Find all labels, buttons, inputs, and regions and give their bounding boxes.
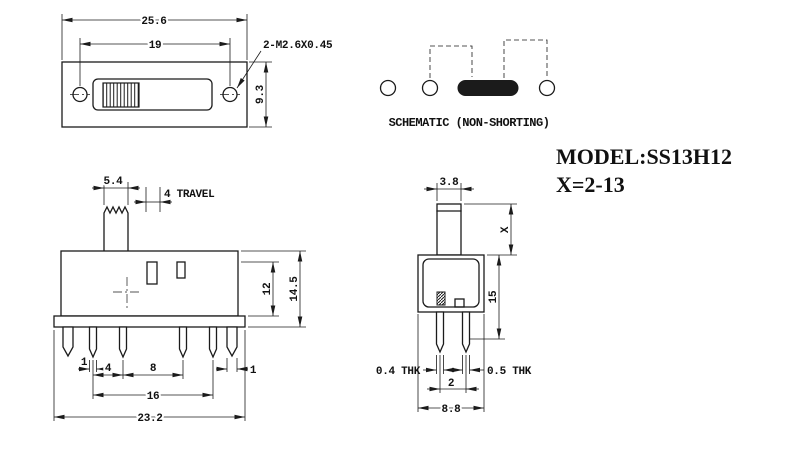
schematic-slider-contact	[457, 80, 519, 96]
model-info: MODEL:SS13H12 X=2-13	[556, 144, 732, 197]
side-view-contact-detail	[436, 291, 446, 306]
dim-front-pin-span: 16	[147, 391, 160, 403]
front-view-window-1	[146, 261, 158, 285]
front-view-pin-2	[118, 326, 128, 359]
top-view-knob	[102, 82, 140, 108]
model-number: MODEL:SS13H12	[556, 144, 732, 169]
model-x-range: X=2-13	[556, 172, 625, 197]
side-view-notch	[454, 298, 465, 308]
dim-side-overall-depth: 8.8	[442, 404, 462, 416]
front-view: 5.4 4 TRAVEL 12 14.5 1	[53, 174, 306, 427]
side-view: 3.8 X 15 0.4 THK 0.5 THK	[374, 175, 534, 418]
top-view: 25.6 19 2-M2.6X0.45 9.3	[61, 14, 335, 128]
dim-front-body-height: 12	[262, 283, 274, 296]
top-view-dimensions: 25.6 19 2-M2.6X0.45 9.3	[61, 14, 335, 128]
front-view-pin-4	[208, 326, 218, 359]
front-view-bracket-leg-right	[226, 326, 238, 358]
dim-side-body-height: 15	[488, 290, 500, 303]
dim-side-pin-gap: 2	[448, 378, 454, 390]
thread-callout: 2-M2.6X0.45	[263, 40, 333, 52]
schematic-terminal-2	[421, 79, 439, 97]
dim-front-travel: 4 TRAVEL	[164, 189, 215, 201]
schematic-dashed-link-1	[429, 45, 473, 78]
schematic-view: SCHEMATIC (NON-SHORTING)	[379, 39, 556, 130]
dim-side-knob-height: X	[500, 226, 512, 233]
front-view-flange	[53, 315, 246, 328]
front-view-knob	[103, 205, 129, 252]
dim-top-body-height: 9.3	[255, 84, 267, 104]
dim-front-pin-width-right: 1	[250, 365, 257, 377]
dim-side-knob-width: 3.8	[440, 177, 460, 189]
dim-front-total-height: 14.5	[289, 276, 301, 302]
side-view-body	[417, 254, 485, 313]
front-view-window-2	[176, 261, 186, 279]
schematic-terminal-3	[538, 79, 556, 97]
dim-front-pin-pitch-large: 8	[150, 363, 157, 375]
schematic-caption: SCHEMATIC (NON-SHORTING)	[389, 116, 550, 130]
side-view-pin-right	[461, 311, 471, 354]
front-view-bracket-leg-left	[62, 326, 74, 358]
dim-side-pin-thickness-left: 0.4 THK	[376, 366, 421, 378]
dim-side-pin-thickness-right: 0.5 THK	[487, 366, 532, 378]
front-view-pin-1	[88, 326, 98, 359]
dim-top-hole-spacing: 19	[149, 40, 162, 52]
dim-top-overall-width: 25.6	[141, 16, 166, 28]
side-view-knob	[436, 203, 462, 256]
dim-front-pin-pitch-small: 4	[105, 363, 112, 375]
side-view-pin-left	[435, 311, 445, 354]
front-view-dimensions: 5.4 4 TRAVEL 12 14.5 1	[53, 174, 306, 427]
front-view-pin-3	[178, 326, 188, 359]
dim-front-overall-width: 23.2	[137, 413, 162, 425]
schematic-terminal-1	[379, 79, 397, 97]
dim-front-pin-width-left: 1	[81, 357, 88, 369]
side-view-dimensions: 3.8 X 15 0.4 THK 0.5 THK	[374, 175, 534, 418]
side-view-body-inner	[422, 258, 480, 308]
schematic-dashed-link-2	[503, 39, 548, 78]
dim-front-knob-width: 5.4	[104, 176, 124, 188]
